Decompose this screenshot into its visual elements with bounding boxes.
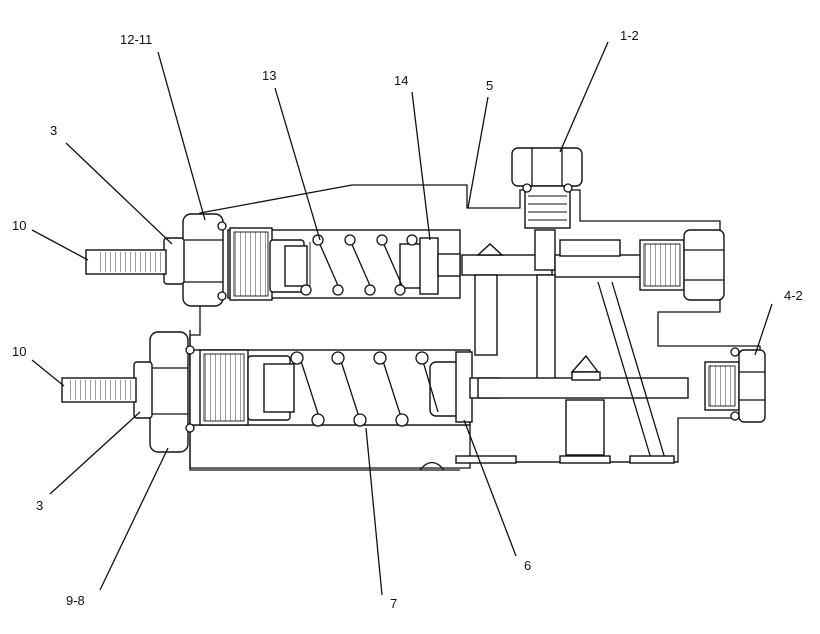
callout-3-bottom: 3 [36,498,43,513]
callout-6: 6 [524,558,531,573]
upper-bore [227,227,461,301]
lower-spring [290,351,439,427]
callout-3-top: 3 [50,123,57,138]
right-fitting-lower [704,347,766,423]
internal-passages [455,229,689,464]
callout-7: 7 [390,596,397,611]
callout-13: 13 [262,68,276,83]
callout-12-11: 12-11 [120,32,152,47]
lower-adjuster [61,331,195,453]
callout-labels: 12-11 1-2 13 14 5 3 10 4-2 10 3 6 9-8 7 [12,28,803,611]
leader-lines [31,41,773,596]
callout-14: 14 [394,73,408,88]
lower-bore [189,349,501,426]
upper-spring [300,234,418,296]
top-fitting [511,147,583,229]
upper-adjuster [85,213,227,307]
callout-5: 5 [486,78,493,93]
callout-4-2: 4-2 [784,288,803,303]
callout-1-2: 1-2 [620,28,639,43]
callout-10-top: 10 [12,218,26,233]
right-fitting-upper [639,229,725,301]
callout-9-8: 9-8 [66,593,85,608]
callout-10-bottom: 10 [12,344,26,359]
